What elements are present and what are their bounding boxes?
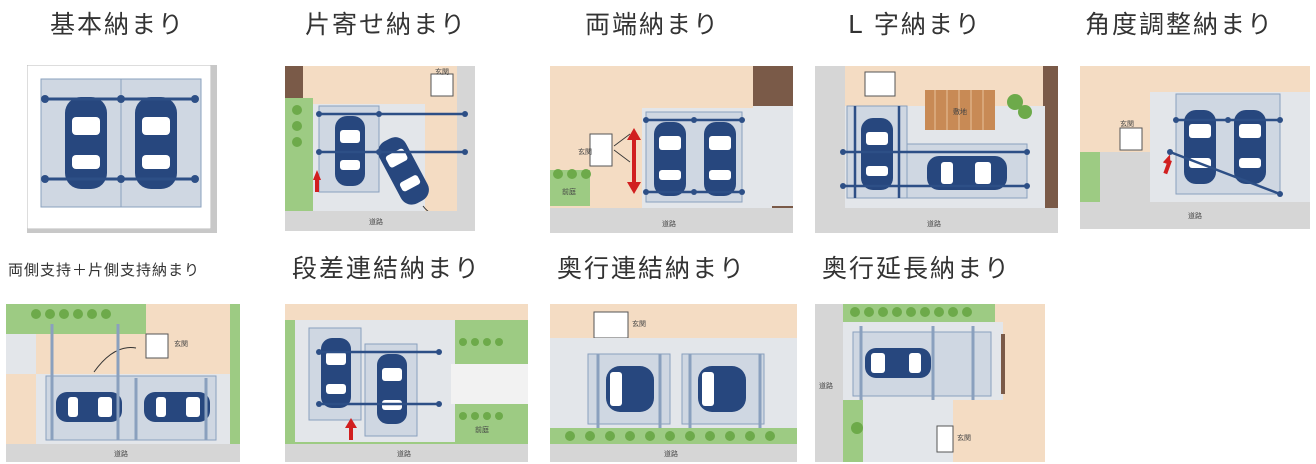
car-icon bbox=[1234, 110, 1266, 184]
title-depth-link: 奥行連結納まり bbox=[557, 254, 747, 283]
car-icon bbox=[927, 156, 1007, 190]
road-label: 道路 bbox=[662, 219, 676, 228]
title-depth-extend: 奥行延長納まり bbox=[822, 254, 1012, 283]
car-icon bbox=[606, 366, 654, 412]
diagram-angle-adjust[interactable]: 玄関 道路 bbox=[1080, 66, 1310, 229]
diagram-both-ends[interactable]: 前庭 玄関 道路 bbox=[550, 66, 793, 233]
road-label: 道路 bbox=[927, 219, 941, 228]
road-label: 道路 bbox=[397, 449, 411, 458]
diagram-basic[interactable] bbox=[27, 65, 217, 233]
car-icon bbox=[56, 392, 122, 422]
title-angle-adjust: 角度調整納まり bbox=[1085, 10, 1275, 39]
entrance-label: 玄関 bbox=[1120, 119, 1134, 128]
car-icon bbox=[144, 392, 210, 422]
road-label: 道路 bbox=[664, 449, 678, 458]
title-offset: 片寄せ納まり bbox=[305, 10, 468, 39]
car-icon bbox=[65, 97, 107, 189]
title-basic: 基本納まり bbox=[50, 10, 186, 39]
road-label: 道路 bbox=[114, 449, 128, 458]
entrance-label: 玄関 bbox=[435, 67, 449, 76]
road-label: 道路 bbox=[819, 381, 833, 390]
diagram-l-shape[interactable]: 敷地 道路 bbox=[815, 66, 1058, 233]
title-l-shape: L 字納まり bbox=[848, 10, 982, 39]
car-icon bbox=[861, 118, 893, 190]
car-icon bbox=[865, 348, 931, 378]
car-icon bbox=[704, 122, 736, 196]
front-garden-label: 前庭 bbox=[562, 187, 576, 196]
entrance-label: 玄関 bbox=[632, 319, 646, 328]
car-icon bbox=[378, 137, 429, 205]
front-garden-label: 前庭 bbox=[475, 425, 489, 434]
road-label: 道路 bbox=[369, 217, 383, 226]
diagram-offset[interactable]: 玄関 道路 bbox=[285, 66, 475, 231]
car-icon bbox=[135, 97, 177, 189]
entrance-label: 玄関 bbox=[957, 433, 971, 442]
diagram-depth-extend[interactable]: 道路 玄関 bbox=[815, 304, 1045, 462]
car-icon bbox=[654, 122, 686, 196]
title-both-ends: 両端納まり bbox=[585, 10, 721, 39]
entrance-label: 玄関 bbox=[578, 147, 592, 156]
diagram-step-link[interactable]: 前庭 道路 bbox=[285, 304, 528, 462]
diagram-double-single-support[interactable]: 玄関 道路 bbox=[6, 304, 240, 462]
title-step-link: 段差連結納まり bbox=[292, 254, 482, 283]
title-double-single-support: 両側支持＋片側支持納まり bbox=[8, 261, 201, 279]
car-icon bbox=[377, 354, 407, 424]
deck-label: 敷地 bbox=[953, 107, 967, 116]
car-icon bbox=[698, 366, 746, 412]
car-icon bbox=[321, 338, 351, 408]
entrance-label: 玄関 bbox=[174, 339, 188, 348]
diagram-depth-link[interactable]: 玄関 道路 bbox=[550, 304, 797, 462]
road-label: 道路 bbox=[1188, 211, 1202, 220]
